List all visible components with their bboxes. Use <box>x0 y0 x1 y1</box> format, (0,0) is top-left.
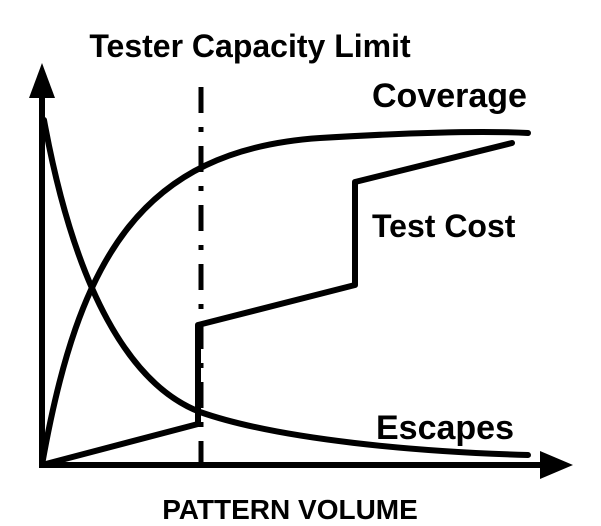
test-cost-curve <box>39 140 515 468</box>
test-cost-label: Test Cost <box>372 208 516 244</box>
x-axis-arrowhead <box>540 451 573 479</box>
x-axis-label: PATTERN VOLUME <box>162 494 418 525</box>
y-axis-arrowhead <box>29 63 55 98</box>
escapes-curve <box>41 117 531 458</box>
escapes-label: Escapes <box>376 409 514 447</box>
diagram-title: Tester Capacity Limit <box>89 28 411 64</box>
coverage-curve <box>39 129 531 468</box>
coverage-label: Coverage <box>372 77 527 115</box>
